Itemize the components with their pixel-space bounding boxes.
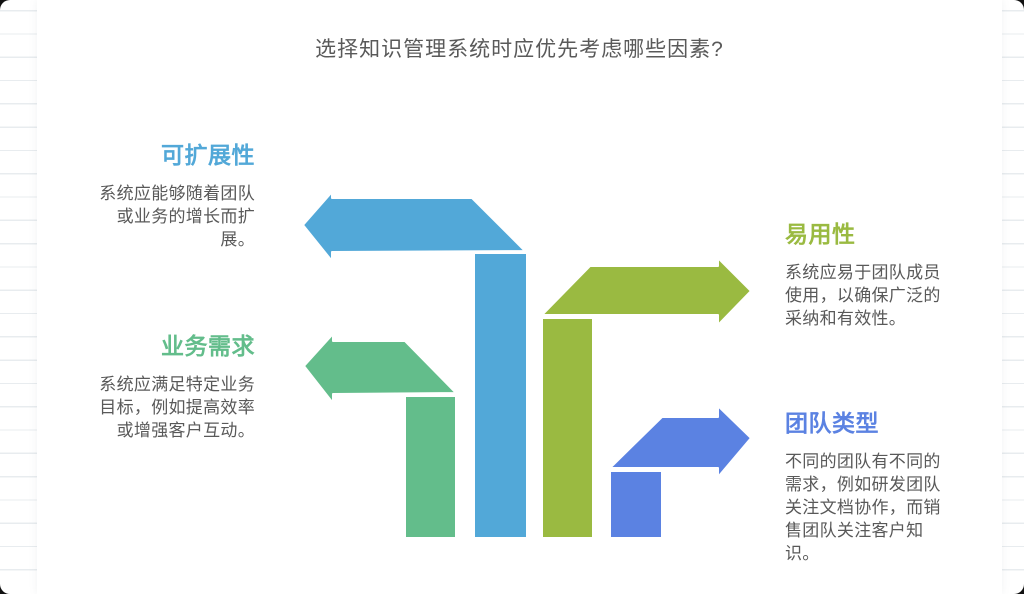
factor-ease-of-use: 易用性 系统应易于团队成员 使用，以确保广泛的 采纳和有效性。 xyxy=(785,219,997,330)
factor-team-type: 团队类型 不同的团队有不同的 需求，例如研发团队 关注文档协作，而销 售团队关注… xyxy=(785,408,997,565)
ease-of-use-column xyxy=(541,317,594,539)
page-title: 选择知识管理系统时应优先考虑哪些因素? xyxy=(315,38,724,61)
factor-ease-of-use-description: 系统应易于团队成员 使用，以确保广泛的 采纳和有效性。 xyxy=(785,263,941,328)
scalability-arrow-icon xyxy=(302,191,526,262)
business-needs-arrow-icon xyxy=(303,333,457,404)
factor-scalability: 可扩展性 系统应能够随着团队 或业务的增长而扩 展。 xyxy=(60,140,255,251)
factor-scalability-label: 可扩展性 xyxy=(161,142,255,168)
team-type-arrow-icon xyxy=(609,405,752,478)
ease-of-use-arrow-icon xyxy=(541,257,752,326)
factor-business-needs-description: 系统应满足特定业务 目标，例如提高效率 或增强客户互动。 xyxy=(99,375,255,440)
factor-team-type-description: 不同的团队有不同的 需求，例如研发团队 关注文档协作，而销 售团队关注客户知 识… xyxy=(785,452,941,563)
factor-ease-of-use-label: 易用性 xyxy=(785,221,856,247)
factor-team-type-label: 团队类型 xyxy=(785,410,879,436)
factor-business-needs-label: 业务需求 xyxy=(161,333,255,359)
team-type-column xyxy=(609,470,663,539)
scalability-column xyxy=(473,252,528,539)
factor-scalability-description: 系统应能够随着团队 或业务的增长而扩 展。 xyxy=(99,184,255,249)
business-needs-column xyxy=(404,395,457,539)
factor-business-needs: 业务需求 系统应满足特定业务 目标，例如提高效率 或增强客户互动。 xyxy=(60,331,255,442)
